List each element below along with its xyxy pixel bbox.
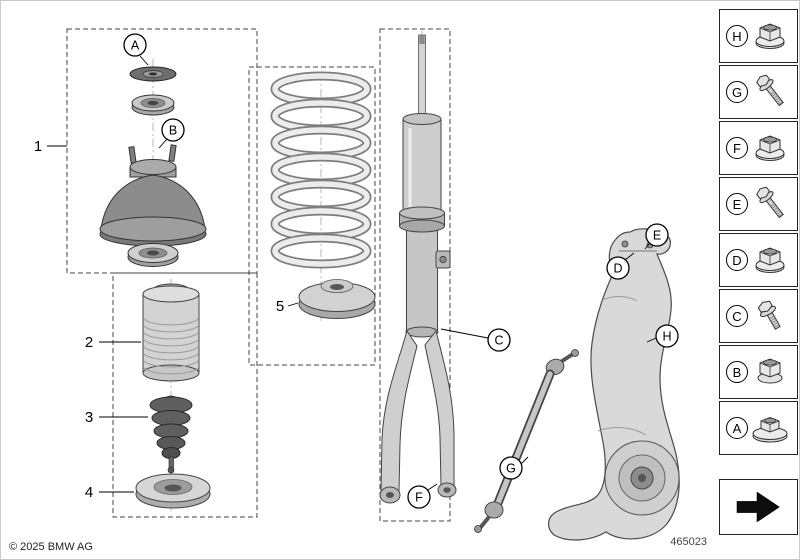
coil-spring-part — [270, 71, 372, 269]
flange-bolt-icon — [756, 186, 784, 219]
legend-item-b[interactable]: B — [719, 345, 798, 399]
bump-stop-part — [149, 395, 193, 474]
flange-bolt-icon — [756, 74, 784, 107]
part-label-5[interactable]: 5 — [276, 298, 299, 315]
legend-callout-g: G — [726, 81, 748, 103]
legend-callout-h: H — [726, 25, 748, 47]
svg-text:F: F — [415, 491, 423, 505]
washer-part — [129, 66, 177, 82]
svg-text:E: E — [653, 229, 661, 243]
lower-bearing-part — [127, 243, 179, 267]
flange-nut-icon — [755, 23, 785, 49]
kit-box-spring — [248, 66, 376, 366]
legend-item-f[interactable]: F — [719, 121, 798, 175]
strut-mount-part — [99, 144, 207, 247]
legend-item-h[interactable]: H — [719, 9, 798, 63]
spring-seat-part — [298, 279, 376, 319]
svg-text:B: B — [169, 124, 177, 138]
kit-box-shock — [379, 28, 451, 522]
legend-callout-f: F — [726, 137, 748, 159]
fastener-legend: H G F — [719, 9, 798, 537]
legend-callout-c: C — [726, 305, 748, 327]
legend-callout-e: E — [726, 193, 748, 215]
callout-b[interactable]: B — [158, 118, 185, 149]
upper-bearing-part — [131, 94, 175, 116]
svg-text:3: 3 — [85, 409, 93, 426]
callout-a[interactable]: A — [123, 33, 149, 66]
svg-text:H: H — [662, 330, 671, 344]
svg-text:1: 1 — [34, 138, 42, 155]
callout-e[interactable]: E — [644, 223, 669, 250]
legend-callout-a: A — [726, 417, 748, 439]
kit-box-boot-bumpstop — [112, 272, 258, 518]
callout-c[interactable]: C — [440, 328, 511, 352]
callout-h[interactable]: H — [646, 324, 679, 348]
legend-item-c[interactable]: C — [719, 289, 798, 343]
svg-text:4: 4 — [85, 484, 93, 501]
spring-pad-part — [135, 473, 211, 509]
stabilizer-link-part — [474, 349, 579, 533]
part-label-4[interactable]: 4 — [85, 484, 134, 501]
flange-bolt-icon — [757, 300, 781, 330]
replacement-arrow-icon — [736, 491, 780, 523]
legend-item-g[interactable]: G — [719, 65, 798, 119]
svg-text:2: 2 — [85, 334, 93, 351]
legend-item-d[interactable]: D — [719, 233, 798, 287]
suspension-parts-diagram: 1 2 3 4 5 A B — [34, 28, 680, 541]
flange-nut-icon — [755, 247, 785, 273]
svg-text:D: D — [613, 262, 622, 276]
legend-item-e[interactable]: E — [719, 177, 798, 231]
svg-text:5: 5 — [276, 298, 284, 315]
hex-nut-icon — [757, 358, 783, 384]
legend-item-a[interactable]: A — [719, 401, 798, 455]
svg-text:C: C — [494, 334, 503, 348]
callout-f[interactable]: F — [407, 483, 438, 509]
legend-item-replacement[interactable] — [719, 479, 798, 535]
flange-nut-icon — [755, 135, 785, 161]
copyright-text: © 2025 BMW AG — [9, 541, 93, 553]
legend-callout-d: D — [726, 249, 748, 271]
svg-text:A: A — [131, 39, 140, 53]
legend-callout-b: B — [726, 361, 748, 383]
svg-text:G: G — [506, 462, 516, 476]
drawing-number: 465023 — [670, 536, 707, 548]
steering-knuckle-part — [548, 228, 680, 541]
part-label-3[interactable]: 3 — [85, 409, 148, 426]
part-label-2[interactable]: 2 — [85, 334, 141, 351]
callout-g[interactable]: G — [499, 456, 529, 480]
flange-washer-nut-icon — [752, 416, 788, 443]
shock-absorber-part — [379, 34, 457, 504]
part-label-1[interactable]: 1 — [34, 138, 67, 155]
callout-d[interactable]: D — [606, 252, 635, 280]
dust-boot-part — [142, 283, 200, 382]
